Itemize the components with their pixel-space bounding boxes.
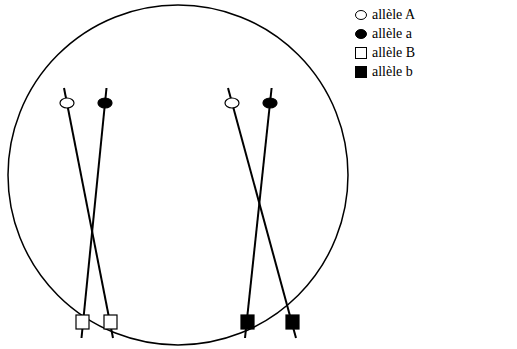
legend-label: allèle a [372, 26, 412, 42]
allele-B-marker [104, 315, 117, 329]
legend-sample-shape [356, 66, 367, 77]
chromatid [82, 88, 107, 338]
legend-sample-shape [356, 47, 367, 58]
allele-b-marker [286, 315, 299, 329]
legend-label: allèle b [372, 64, 413, 80]
legend-label: allèle A [372, 7, 415, 23]
legend: allèle A allèle a allèle B allèle b [354, 5, 415, 81]
legend-entry: allèle A [354, 5, 415, 24]
legend-sample [354, 46, 368, 60]
legend-sample [354, 8, 368, 22]
chromosome-pair [228, 88, 296, 338]
cell-outline [8, 5, 348, 345]
legend-sample-shape [356, 10, 367, 19]
chromatid [64, 88, 113, 338]
allele-a-marker [98, 98, 112, 108]
legend-entry: allèle b [354, 62, 415, 81]
allele-A-marker [225, 98, 239, 108]
chromatid [228, 88, 296, 338]
allele-markers [60, 98, 299, 329]
chromatid [245, 88, 272, 338]
allele-b-marker [241, 315, 254, 329]
legend-entry: allèle B [354, 43, 415, 62]
legend-sample [354, 27, 368, 41]
legend-entry: allèle a [354, 24, 415, 43]
chromosome-pair [64, 88, 113, 338]
legend-sample [354, 65, 368, 79]
allele-A-marker [60, 98, 74, 108]
legend-sample-shape [356, 29, 367, 38]
legend-label: allèle B [372, 45, 415, 61]
allele-a-marker [263, 98, 277, 108]
allele-B-marker [76, 315, 89, 329]
